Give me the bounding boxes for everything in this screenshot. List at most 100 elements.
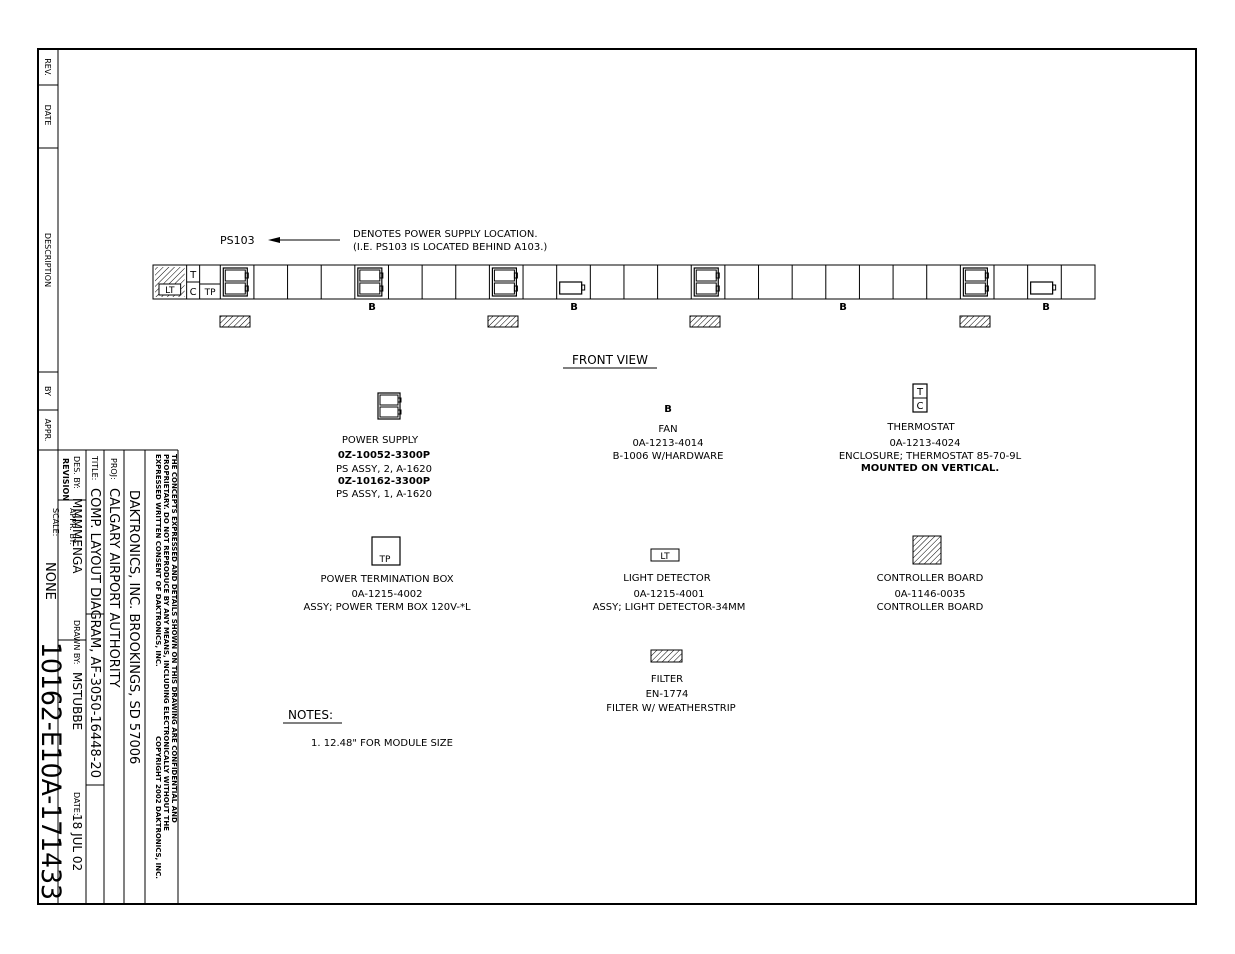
power-supply-tab — [1052, 284, 1057, 291]
legend-controller-board: CONTROLLER BOARD 0A-1146-0035 CONTROLLER… — [877, 535, 984, 613]
power-supply-tab — [244, 285, 249, 292]
controller-board-pn: 0A-1146-0035 — [894, 589, 965, 600]
power-supply-pn2: 0Z-10162-3300P — [338, 476, 430, 487]
proj-label: PROJ: — [109, 458, 118, 480]
termination-box-icon: TP — [371, 536, 401, 566]
thermostat-c-label: C — [190, 287, 197, 298]
fan-icon: B — [368, 302, 376, 313]
callout-arrow-icon — [268, 237, 280, 243]
title-label: TITLE: — [90, 455, 99, 480]
legend-light-detector: LT LIGHT DETECTOR 0A-1215-4001 ASSY; LIG… — [593, 548, 746, 613]
power-supply-name: POWER SUPPLY — [342, 435, 419, 446]
power-supply-icon — [377, 392, 402, 420]
power-supply-tab — [715, 285, 720, 292]
power-supply-unit — [695, 282, 717, 295]
note-item-1: 1. 12.48" FOR MODULE SIZE — [311, 738, 453, 749]
confidential-line1: THE CONCEPTS EXPRESSED AND DETAILS SHOWN… — [170, 454, 178, 823]
description-label: DESCRIPTION — [43, 233, 52, 287]
power-supply-icon — [962, 267, 988, 297]
des-by-value: MMMMENGA — [70, 498, 84, 574]
power-supply-icon — [1030, 281, 1054, 295]
filter-icon — [219, 315, 251, 328]
callout-line1: DENOTES POWER SUPPLY LOCATION. — [353, 229, 538, 240]
filter-name: FILTER — [651, 674, 683, 685]
power-supply-unit — [359, 282, 381, 295]
des-by-label: DES. BY: — [72, 456, 81, 489]
notes-title: NOTES: — [288, 708, 333, 722]
power-supply-tab — [984, 272, 989, 279]
by-label: BY — [43, 386, 52, 396]
legend-power-supply: POWER SUPPLY 0Z-10052-3300P PS ASSY, 2, … — [336, 392, 432, 500]
thermostat-icon: T C — [912, 383, 928, 413]
legend-fan: B FAN 0A-1213-4014 B-1006 W/HARDWARE — [613, 404, 724, 462]
callout-ref: PS103 — [220, 234, 255, 247]
filter-icon — [650, 649, 683, 663]
fan-desc: B-1006 W/HARDWARE — [613, 451, 724, 462]
filter-icon — [689, 315, 721, 328]
callout-line2: (I.E. PS103 IS LOCATED BEHIND A103.) — [353, 242, 547, 253]
power-supply-tab — [581, 284, 586, 291]
fan-icon: B — [1042, 302, 1050, 313]
filter-desc: FILTER W/ WEATHERSTRIP — [606, 703, 735, 714]
legend-termination-box: TP POWER TERMINATION BOX 0A-1215-4002 AS… — [303, 536, 471, 613]
proj-value: CALGARY AIRPORT AUTHORITY — [106, 488, 121, 688]
revision-label: REVISION — [61, 458, 70, 501]
title-block: THE CONCEPTS EXPRESSED AND DETAILS SHOWN… — [35, 450, 179, 904]
power-supply-icon — [559, 281, 583, 295]
power-supply-unit — [964, 269, 986, 282]
light-detector-desc: ASSY; LIGHT DETECTOR-34MM — [593, 602, 746, 613]
termination-box-pn: 0A-1215-4002 — [351, 589, 422, 600]
power-supply-tab — [244, 272, 249, 279]
fan-name: FAN — [658, 424, 677, 435]
filter-icon — [487, 315, 519, 328]
controller-board-icon — [912, 535, 942, 565]
power-supply-unit — [493, 269, 515, 282]
power-supply-icon — [357, 267, 383, 297]
legend-thermostat: T C THERMOSTAT 0A-1213-4024 ENCLOSURE; T… — [839, 383, 1022, 474]
callout: PS103 DENOTES POWER SUPPLY LOCATION. (I.… — [220, 229, 547, 253]
termination-box-desc: ASSY; POWER TERM BOX 120V-*L — [303, 602, 471, 613]
power-supply-unit — [224, 282, 246, 295]
power-supply-desc2: PS ASSY, 1, A-1620 — [336, 489, 432, 500]
legend-filter: FILTER EN-1774 FILTER W/ WEATHERSTRIP — [606, 649, 736, 714]
fan-icon: B — [664, 404, 672, 415]
drawn-by-value: MSTUBBE — [70, 672, 84, 730]
power-supply-tab — [379, 285, 384, 292]
filter-icon — [959, 315, 991, 328]
confidential-line3: EXPRESSED WRITTEN CONSENT OF DAKTRONICS,… — [154, 454, 162, 667]
fan-icon: B — [570, 302, 578, 313]
controller-board-desc: CONTROLLER BOARD — [877, 602, 984, 613]
power-supply-unit — [359, 269, 381, 282]
company-name: DAKTRONICS, INC. BROOKINGS, SD 57006 — [126, 490, 141, 764]
power-supply-tab — [513, 285, 518, 292]
fan-icon: B — [839, 302, 847, 313]
power-supply-unit — [493, 282, 515, 295]
filter-pn: EN-1774 — [646, 689, 689, 700]
appr-label: APPR. — [43, 419, 52, 442]
power-supply-pn1: 0Z-10052-3300P — [338, 450, 430, 461]
thermostat-desc: ENCLOSURE; THERMOSTAT 85-70-9L — [839, 451, 1022, 462]
title-value: COMP. LAYOUT DIAGRAM, AF-3050-16448-20 — [87, 488, 102, 778]
light-detector-pn: 0A-1215-4001 — [633, 589, 704, 600]
power-supply-icon — [693, 267, 719, 297]
light-detector-icon — [158, 283, 182, 296]
power-supply-unit — [224, 269, 246, 282]
power-supply-icon — [222, 267, 248, 297]
date-label-tb: DATE: — [72, 792, 81, 816]
sheet-border — [37, 48, 1197, 905]
notes: NOTES: 1. 12.48" FOR MODULE SIZE — [283, 708, 453, 749]
power-supply-tab — [984, 285, 989, 292]
power-supply-tab — [379, 272, 384, 279]
power-supply-tab — [513, 272, 518, 279]
date-value: 18 JUL 02 — [70, 814, 84, 871]
drawn-by-label: DRAWN BY: — [72, 620, 81, 664]
drawing-number: 10162-E10A-171433 — [35, 642, 66, 900]
power-supply-desc1: PS ASSY, 2, A-1620 — [336, 464, 432, 475]
power-supply-unit — [964, 282, 986, 295]
thermostat-pn: 0A-1213-4024 — [889, 438, 960, 449]
thermostat-t: T — [916, 387, 924, 398]
termination-box-symbol: TP — [379, 555, 391, 565]
revision-block: REV. DATE DESCRIPTION BY APPR. — [38, 49, 178, 451]
